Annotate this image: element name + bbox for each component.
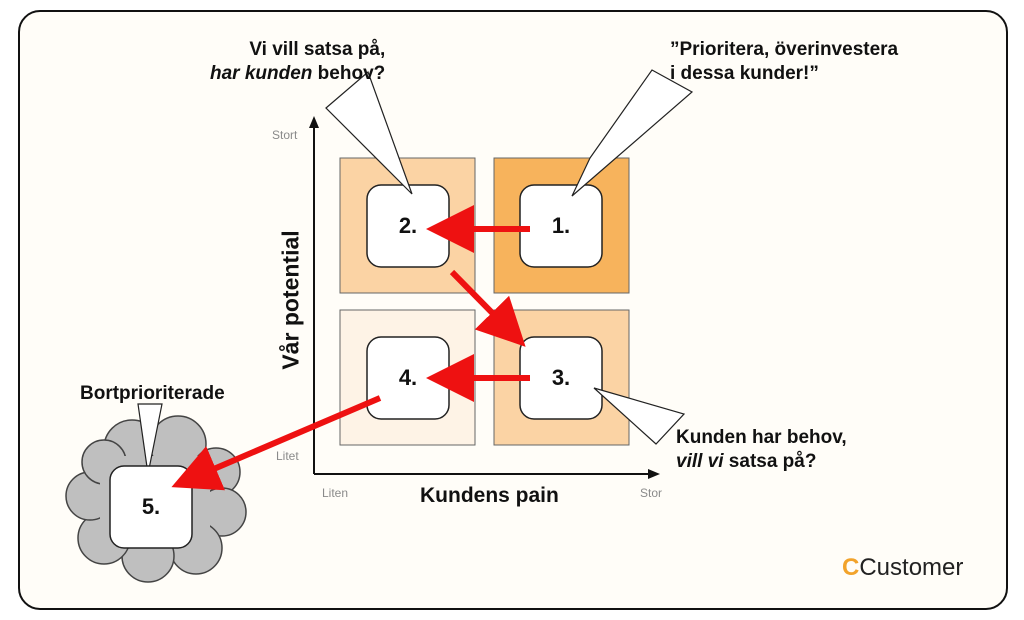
callout-top-left-line2-rest: behov? — [312, 63, 386, 84]
y-tick-bottom: Litet — [276, 449, 299, 463]
callout-top-left-emphasis: har kunden — [210, 63, 313, 84]
logo-text: Customer — [859, 554, 964, 581]
callout-pointer-cloud — [137, 403, 163, 475]
arrow-2-to-3 — [449, 269, 526, 347]
callout-top-right: ”Prioritera, överinvestera i dessa kunde… — [670, 38, 898, 86]
box-2-number: 2. — [398, 213, 418, 238]
callout-pointer-bottom-right — [593, 387, 686, 445]
y-tick-top: Stort — [272, 128, 298, 142]
x-tick-right: Stor — [640, 486, 663, 500]
x-axis-label: Kundens pain — [420, 484, 559, 507]
callout-pointer-top-right — [571, 69, 694, 197]
callout-top-left-line2: har kunden behov? — [210, 62, 385, 86]
x-axis-arrowhead — [648, 469, 660, 479]
arrow-4-to-5 — [171, 395, 382, 491]
callout-bottom-right-line2-rest: satsa på? — [723, 451, 817, 472]
callout-bottom-right-emphasis: vill vi — [676, 451, 724, 472]
box-4-number: 4. — [398, 365, 418, 390]
callout-top-left-line1: Vi vill satsa på, — [249, 39, 386, 60]
callout-bottom-right: Kunden har behov, vill vi satsa på? — [676, 426, 847, 474]
callout-top-left: Vi vill satsa på, har kunden behov? — [210, 38, 385, 86]
box-5-number: 5. — [141, 494, 161, 519]
callout-top-right-line2: i dessa kunder!” — [670, 63, 819, 84]
box-1-number: 1. — [551, 213, 571, 238]
logo-mark: C — [842, 554, 860, 581]
callout-bottom-right-line1: Kunden har behov, — [676, 427, 847, 448]
y-axis-arrowhead — [309, 116, 319, 128]
x-tick-left: Liten — [322, 486, 349, 500]
y-axis-label: Vår potential — [277, 230, 304, 370]
customer-logo: CCustomer — [842, 554, 963, 582]
callout-bottom-right-line2: vill vi satsa på? — [676, 450, 847, 474]
callout-pointer-top-left — [325, 70, 413, 195]
cloud-label: Bortprioriterade — [80, 383, 225, 404]
callout-top-right-line1: ”Prioritera, överinvestera — [670, 39, 899, 60]
box-3-number: 3. — [551, 365, 571, 390]
